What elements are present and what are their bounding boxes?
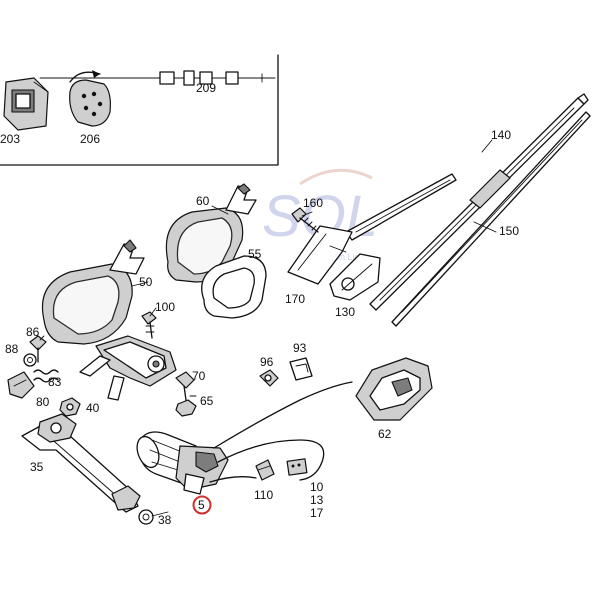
part-35-link-rod [21,413,141,513]
part-40-nut [59,397,81,417]
label-100: 100 [155,300,175,314]
label-130: 130 [335,305,355,319]
part-206-connector [69,79,111,127]
part-62-bracket [355,357,433,421]
part-209-harness [39,70,276,86]
label-40: 40 [86,401,100,415]
label-35: 35 [30,460,44,474]
label-80: 80 [36,395,50,409]
part-130-arm-head [329,253,381,301]
part-150-wiper-blade [391,111,591,327]
label-88: 88 [5,342,19,356]
label-86: 86 [26,325,40,339]
label-60: 60 [196,194,210,208]
label-209: 209 [196,81,216,95]
label-96: 96 [260,355,274,369]
part-labels: 140 150 160 60 55 170 130 50 100 86 88 8… [5,128,519,527]
label-150: 150 [499,224,519,238]
label-83: 83 [48,375,62,389]
inset-border [0,54,279,166]
label-110: 110 [254,488,273,502]
label-93: 93 [293,341,307,355]
part-93-clip [289,357,313,381]
inset-panel: 209 203 206 [0,54,279,166]
label-50: 50 [139,275,153,289]
part-38-washer [138,509,154,525]
part-65-nut [175,399,197,417]
linkage-crank [79,335,177,401]
part-203-module [3,77,49,131]
part-5-wiper-motor [136,431,229,495]
label-65: 65 [200,394,214,408]
label-170: 170 [285,292,305,306]
label-203: 203 [0,132,20,146]
label-55: 55 [248,247,262,261]
label-13: 13 [310,493,324,507]
highlight-ring-part-5 [192,495,212,515]
part-140-wiper-blade [369,93,589,311]
leader-lines [39,139,497,517]
wiring-harness [209,381,353,483]
part-83-spring [33,369,59,383]
label-17: 17 [310,506,324,520]
label-160: 160 [303,196,323,210]
part-100-bolt [141,311,157,339]
part-110-connector [255,459,275,481]
part-170-cover [287,225,353,285]
part-50-housing [41,239,145,345]
label-140: 140 [491,128,511,142]
part-88-washer [23,353,37,367]
part-10-plug [286,458,308,476]
part-80-clip [7,371,35,399]
label-206: 206 [80,132,100,146]
part-55-seal [201,255,267,319]
part-96-bolt [259,369,279,387]
label-62: 62 [378,427,392,441]
label-38: 38 [158,513,172,527]
part-70-bolt [175,371,195,401]
label-5: 5 [198,498,205,512]
part-86-bolt [29,335,47,363]
label-10: 10 [310,480,324,494]
label-70: 70 [192,369,206,383]
